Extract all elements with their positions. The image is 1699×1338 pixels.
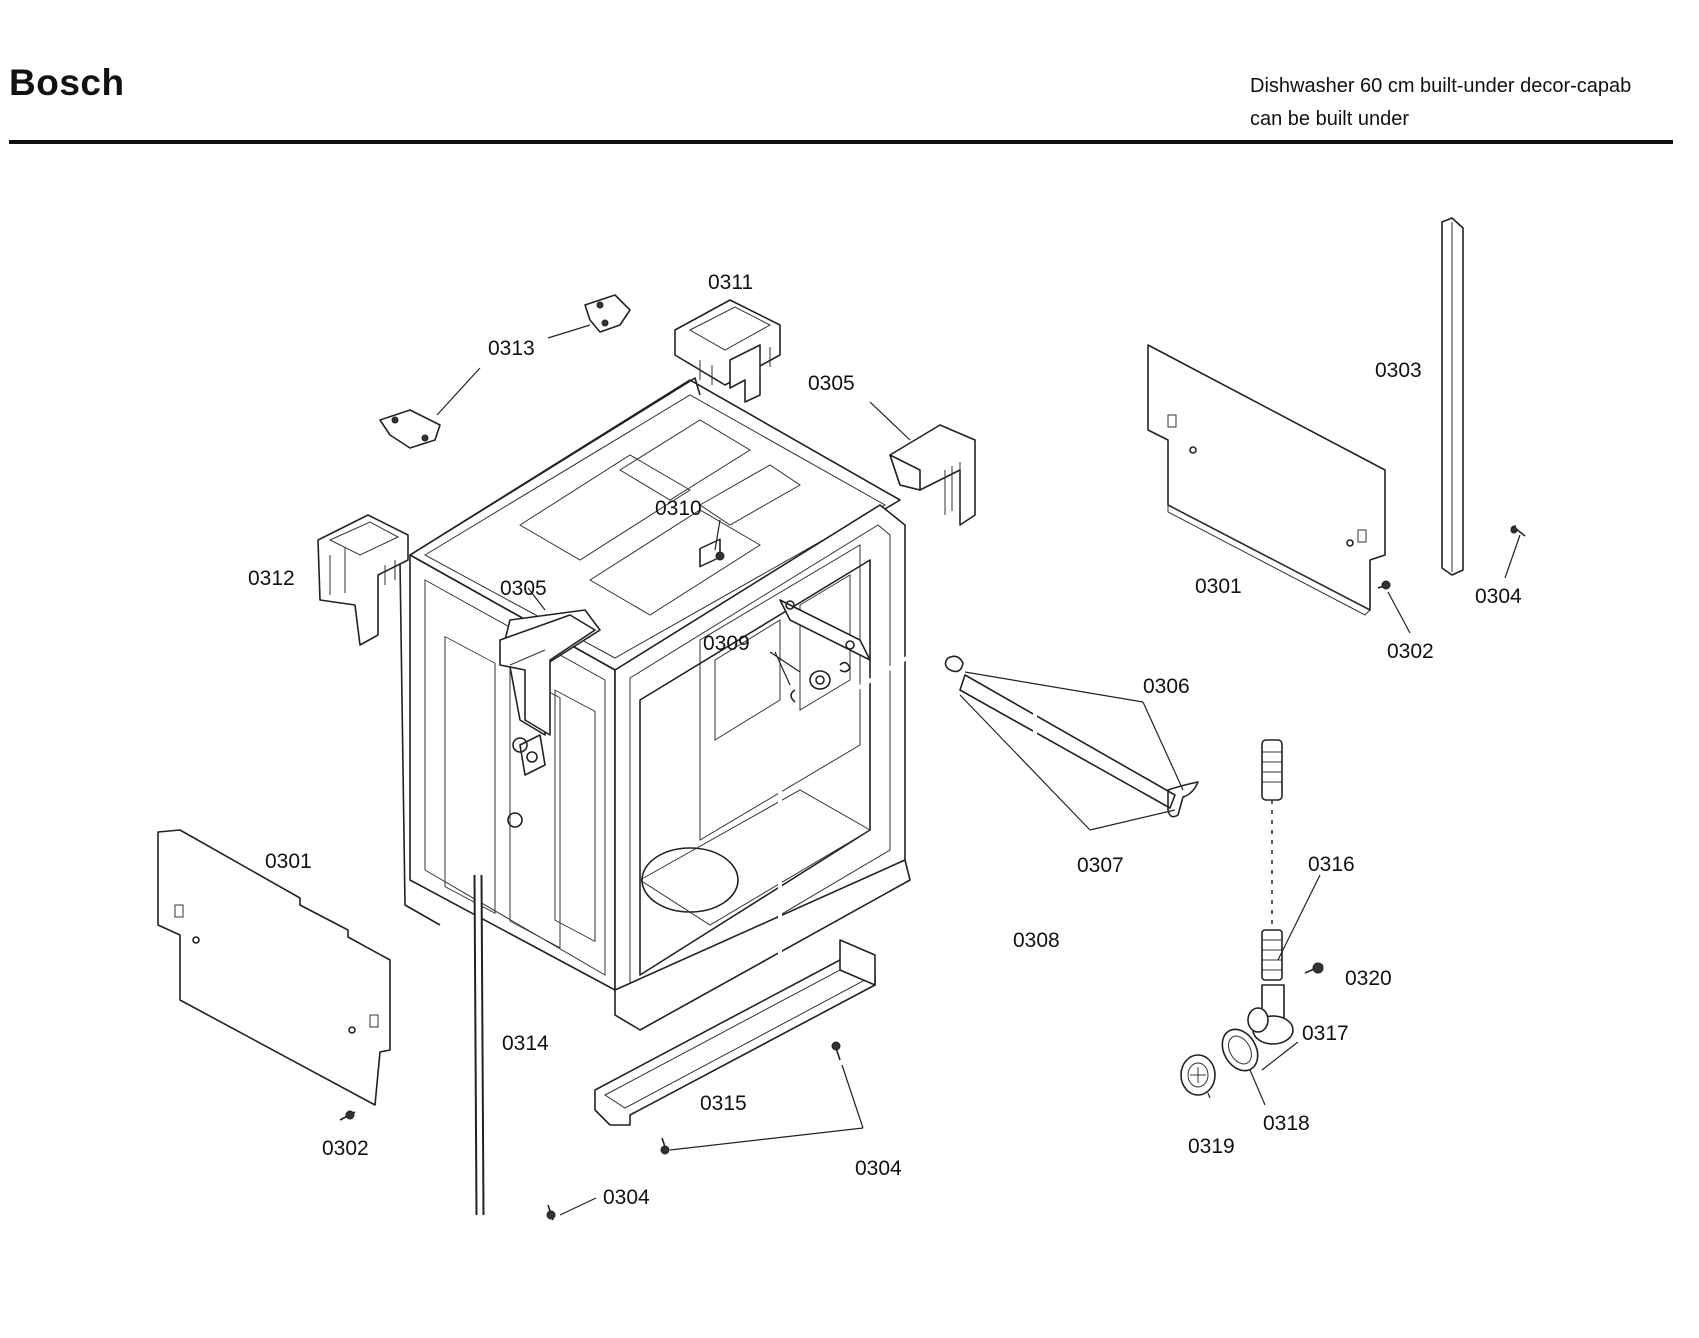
- part-0316-pipe: [1261, 739, 1283, 981]
- screw-0304-bottom: [660, 1137, 670, 1155]
- label-0319: 0319: [1188, 1135, 1235, 1158]
- label-0304-bottom-left: 0304: [603, 1186, 650, 1209]
- part-0303-strip: [1441, 217, 1464, 576]
- label-0301-right: 0301: [1195, 575, 1242, 598]
- part-0305-bracket-top: [889, 424, 976, 526]
- part-0301-panel-right: [1147, 344, 1386, 616]
- part-0314-seal-strip: [473, 874, 485, 1216]
- model-description-line2: can be built under: [1250, 108, 1410, 130]
- part-0308-door-seal: [778, 581, 1037, 1055]
- screw-0302-left: [339, 1110, 356, 1121]
- part-0313-clips: [379, 294, 631, 449]
- label-0314: 0314: [502, 1032, 549, 1055]
- part-0306-0307-rail: [944, 655, 1199, 818]
- label-0307: 0307: [1077, 854, 1124, 877]
- label-0305-top: 0305: [808, 372, 855, 395]
- label-0320: 0320: [1345, 967, 1392, 990]
- screw-0302-right: [1377, 580, 1391, 590]
- leader-lines: [436, 324, 1521, 1216]
- model-description-line1: Dishwasher 60 cm built-under decor-capab: [1250, 75, 1632, 97]
- label-0311: 0311: [708, 271, 753, 294]
- label-0306: 0306: [1143, 675, 1190, 698]
- label-0308: 0308: [1013, 929, 1060, 952]
- screw-0304-mid: [831, 1041, 841, 1061]
- screw-0320: [1304, 962, 1324, 974]
- model-description: Dishwasher 60 cm built-under decor-capab…: [1250, 70, 1631, 136]
- screws: [339, 525, 1526, 1221]
- label-0310: 0310: [655, 497, 702, 520]
- callout-labels: 0311 0313 0305 0303 0310 0312 0305 0301 …: [248, 271, 1522, 1209]
- label-0313: 0313: [488, 337, 535, 360]
- label-0302-left: 0302: [322, 1137, 369, 1160]
- label-0318: 0318: [1263, 1112, 1310, 1135]
- part-0315-bottom-rail: [594, 939, 876, 1126]
- label-0316: 0316: [1308, 853, 1355, 876]
- label-0309: 0309: [703, 632, 750, 655]
- label-0304-bottom-right: 0304: [855, 1157, 902, 1180]
- part-0305-bracket-side: [499, 614, 596, 736]
- brand-title: Bosch: [9, 62, 125, 103]
- part-0310-clip: [699, 538, 725, 568]
- label-0303: 0303: [1375, 359, 1422, 382]
- label-0315: 0315: [700, 1092, 747, 1115]
- label-0302-right: 0302: [1387, 640, 1434, 663]
- label-0312: 0312: [248, 567, 295, 590]
- label-0305-side: 0305: [500, 577, 547, 600]
- header-divider: [9, 140, 1673, 144]
- part-0319-cap: [1180, 1054, 1216, 1096]
- screw-0304-right: [1510, 525, 1526, 537]
- part-0301-panel-left: [157, 829, 391, 1106]
- screw-0304-bottom-left: [546, 1204, 556, 1221]
- part-0309-fasteners: [779, 599, 871, 703]
- part-0317-elbow: [1247, 984, 1294, 1045]
- label-0317: 0317: [1302, 1022, 1349, 1045]
- part-0312-bracket: [317, 514, 409, 646]
- label-0301-left: 0301: [265, 850, 312, 873]
- part-0318-ring: [1221, 1028, 1259, 1072]
- part-0311-bracket: [674, 299, 781, 403]
- label-0304-right: 0304: [1475, 585, 1522, 608]
